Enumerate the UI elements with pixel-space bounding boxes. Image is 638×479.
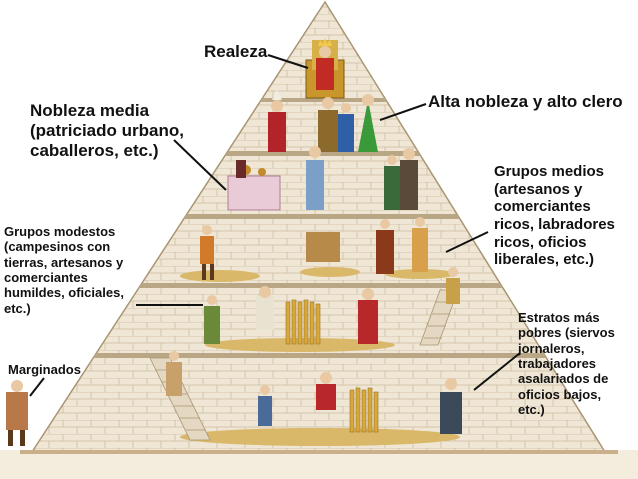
outcast-figure (6, 380, 28, 446)
label-line: (patriciado urbano, (30, 121, 184, 141)
straw-patch (180, 428, 460, 446)
poor-worker-figures (166, 351, 462, 434)
pointer-nobleza-media (173, 139, 227, 191)
artisan-figures (200, 217, 460, 304)
label-line: liberales, etc.) (494, 251, 595, 269)
pointer-marginados (29, 377, 45, 397)
label-line: caballeros, etc.) (30, 141, 159, 161)
label-nobleza-media: Nobleza media (patriciado urbano, caball… (30, 101, 184, 161)
label-line: jornaleros, (518, 340, 585, 356)
label-grupos-modestos: Grupos modestos (campesinos con tierras,… (4, 224, 124, 316)
label-grupos-medios: Grupos medios (artesanos y comerciantes … (494, 163, 615, 269)
label-alta-nobleza: Alta nobleza y alto clero (428, 92, 623, 112)
label-line: pobres (siervos (518, 325, 615, 341)
pointer-alta-nobleza (379, 103, 427, 121)
label-realeza: Realeza (204, 42, 267, 62)
high-nobility-figures (268, 90, 378, 152)
straw-patch (180, 270, 260, 282)
label-line: ricos, labradores (494, 216, 615, 234)
tier-floor-3 (32, 214, 605, 219)
straw-patch (300, 267, 360, 277)
label-line: (artesanos y (494, 180, 583, 198)
ground-strip (0, 450, 638, 479)
label-marginados: Marginados (8, 362, 81, 377)
label-line: Realeza (204, 42, 268, 61)
label-line: ricos, oficios (494, 233, 587, 251)
label-line: comerciantes (494, 198, 591, 216)
king-figure (305, 38, 345, 99)
middle-nobility-figures (227, 146, 418, 211)
ground-band (20, 450, 618, 454)
label-line: Alta nobleza y alto clero (428, 92, 623, 111)
label-line: Estratos más (518, 310, 600, 325)
label-line: asalariados de (518, 371, 609, 387)
tier-floor-1 (32, 98, 605, 102)
pointer-grupos-medios (445, 231, 489, 253)
tier-floor-5 (32, 353, 605, 358)
pointer-estratos-pobres (473, 352, 521, 391)
straw-patch (205, 338, 395, 352)
label-line: comerciantes (4, 269, 88, 285)
label-estratos-pobres: Estratos más pobres (siervos jornaleros,… (518, 310, 615, 417)
label-line: Grupos medios (494, 163, 605, 180)
label-line: tierras, artesanos y (4, 254, 124, 270)
peasant-figures (204, 286, 378, 345)
label-line: etc.) (4, 300, 31, 316)
label-line: Grupos modestos (4, 224, 116, 239)
label-line: trabajadores (518, 355, 597, 371)
pointer-realeza (267, 54, 309, 69)
label-line: Nobleza media (30, 101, 150, 120)
straw-patch (385, 269, 455, 279)
label-line: etc.) (518, 401, 545, 417)
pointer-lines (29, 54, 521, 397)
label-line: (campesinos con (4, 239, 111, 255)
tier-floor-4 (32, 283, 605, 288)
label-line: Marginados (8, 362, 81, 377)
label-line: humildes, oficiales, (4, 285, 124, 301)
label-line: oficios bajos, (518, 386, 602, 402)
